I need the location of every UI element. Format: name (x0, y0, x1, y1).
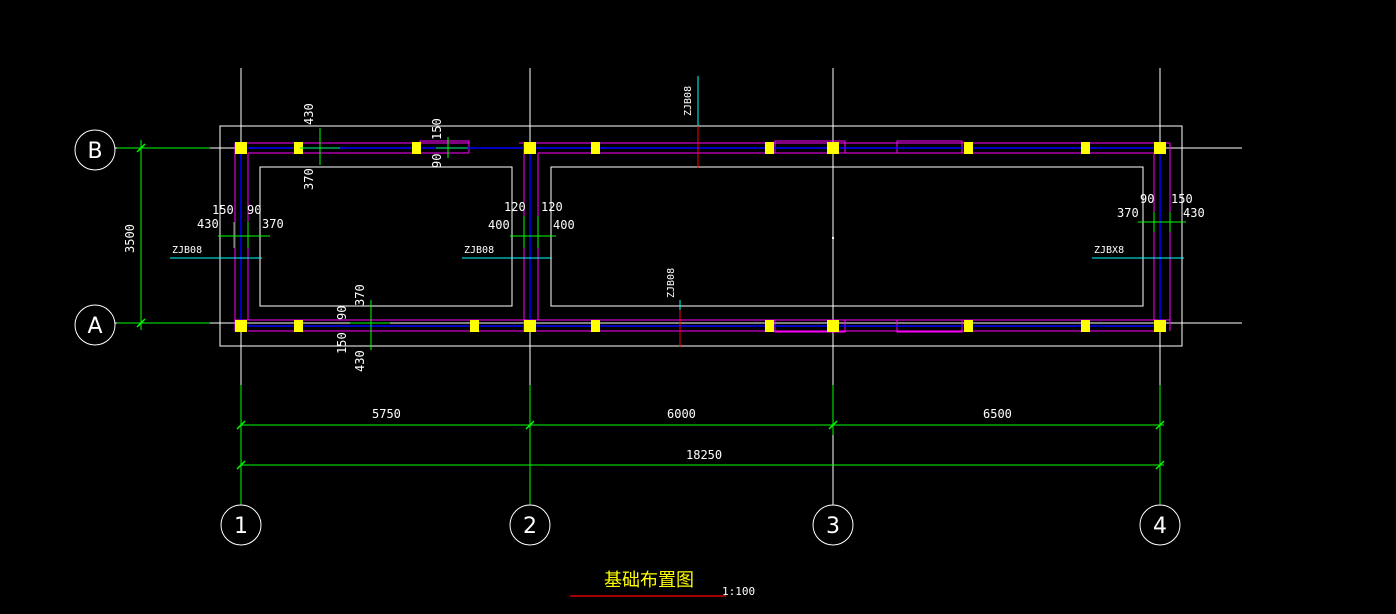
wall-dim: 150 (212, 203, 234, 217)
column-marker (1081, 320, 1090, 332)
wall-dim: 90 (1140, 192, 1154, 206)
wall-dim: 90 (430, 154, 444, 168)
span-dimension-1-2: 5750 (372, 407, 401, 421)
column-marker (294, 142, 303, 154)
column-marker (964, 142, 973, 154)
column-marker (1081, 142, 1090, 154)
axis-label-4: 4 (1153, 514, 1167, 539)
center-mark (832, 237, 834, 239)
column-marker (827, 320, 839, 332)
axis-bubble-2 (509, 504, 551, 546)
axis-bubble-B (74, 129, 116, 171)
axis-label-B: B (87, 139, 102, 164)
wall-dim: 430 (1183, 206, 1205, 220)
axis-bubble-1 (220, 504, 262, 546)
column-marker (765, 142, 774, 154)
column-marker (524, 142, 536, 154)
section-label-bottom: ZJB08 (666, 268, 677, 298)
wall-dim: 90 (247, 203, 261, 217)
axis-bubble-4 (1139, 504, 1181, 546)
wall-dim: 370 (353, 284, 367, 306)
wall-dim: 400 (488, 218, 510, 232)
wall-dim: 400 (553, 218, 575, 232)
column-marker (964, 320, 973, 332)
column-marker (235, 320, 247, 332)
wall-dim: 430 (353, 350, 367, 372)
wall-dim: 120 (504, 200, 526, 214)
beams (240, 147, 1161, 327)
column-marker (1154, 320, 1166, 332)
axis-label-1: 1 (234, 514, 248, 539)
section-markers (170, 76, 1184, 347)
wall-dim: 370 (1117, 206, 1139, 220)
section-label-left: ZJB08 (172, 245, 202, 256)
column-marker (412, 142, 421, 154)
column-marker (235, 142, 247, 154)
wall-dim: 120 (541, 200, 563, 214)
wall-dim: 430 (302, 103, 316, 125)
column-marker (827, 142, 839, 154)
wall-dim: 150 (335, 332, 349, 354)
axis-bubbles (74, 129, 1181, 546)
section-label-right: ZJBX8 (1094, 245, 1124, 256)
column-marker (591, 142, 600, 154)
axis-label-2: 2 (523, 514, 537, 539)
section-label-top: ZJB08 (683, 86, 694, 116)
span-dimension-3-4: 6500 (983, 407, 1012, 421)
axis-bubble-A (74, 304, 116, 346)
total-dimension: 18250 (686, 448, 722, 462)
wall-dim: 370 (262, 217, 284, 231)
wall-dim: 370 (302, 168, 316, 190)
column-marker (591, 320, 600, 332)
axis-bubble-3 (812, 504, 854, 546)
axis-label-3: 3 (826, 514, 840, 539)
dimension-ticks (136, 143, 1165, 470)
wall-dim: 150 (430, 118, 444, 140)
wall-dim: 430 (197, 217, 219, 231)
drawing-title: 基础布置图 (604, 570, 694, 591)
column-marker (294, 320, 303, 332)
dimension-lines (117, 128, 1186, 505)
span-dimension-2-3: 6000 (667, 407, 696, 421)
column-marker (765, 320, 774, 332)
drawing-scale: 1:100 (722, 585, 755, 598)
row-spacing-dimension: 3500 (123, 224, 137, 253)
wall-dim: 150 (1171, 192, 1193, 206)
column-marker (524, 320, 536, 332)
column-marker (470, 320, 479, 332)
axis-label-A: A (87, 314, 102, 339)
wall-dim: 90 (335, 306, 349, 320)
section-label-middle: ZJB08 (464, 245, 494, 256)
columns (235, 142, 1166, 332)
column-marker (1154, 142, 1166, 154)
